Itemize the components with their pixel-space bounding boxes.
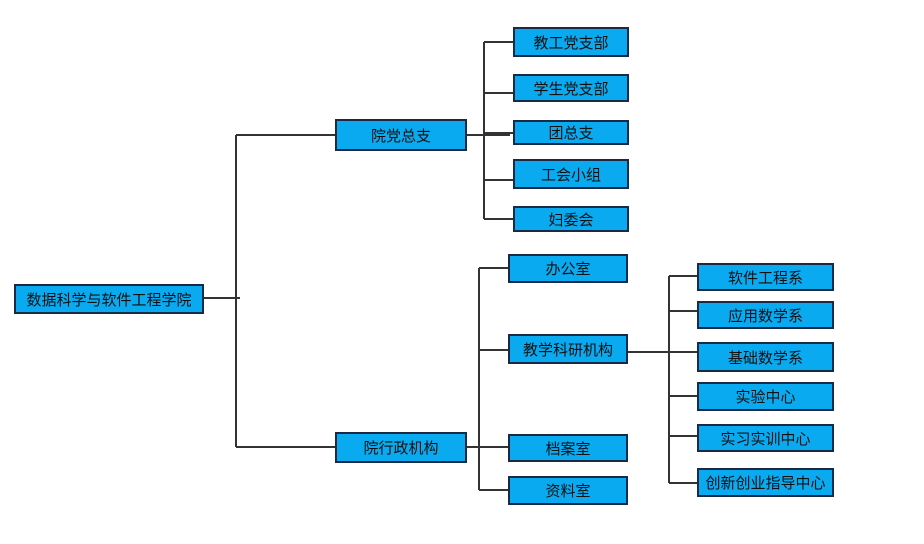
root-node: 数据科学与软件工程学院 xyxy=(14,284,204,314)
admin-child-4: 资料室 xyxy=(508,476,628,505)
party-node: 院党总支 xyxy=(335,119,467,151)
research-child-6: 创新创业指导中心 xyxy=(697,468,834,497)
party-child-3: 团总支 xyxy=(513,120,629,145)
party-child-4: 工会小组 xyxy=(513,159,629,189)
research-child-5: 实习实训中心 xyxy=(697,424,834,452)
party-child-5: 妇委会 xyxy=(513,206,629,232)
admin-child-3: 档案室 xyxy=(508,434,628,462)
admin-node: 院行政机构 xyxy=(335,432,467,463)
research-child-4: 实验中心 xyxy=(697,382,834,411)
research-child-3: 基础数学系 xyxy=(697,342,834,372)
admin-child-2: 教学科研机构 xyxy=(508,334,628,364)
party-child-2: 学生党支部 xyxy=(513,74,629,102)
party-child-1: 教工党支部 xyxy=(513,27,629,57)
research-child-2: 应用数学系 xyxy=(697,301,834,329)
admin-child-1: 办公室 xyxy=(508,254,628,283)
research-child-1: 软件工程系 xyxy=(697,263,834,291)
